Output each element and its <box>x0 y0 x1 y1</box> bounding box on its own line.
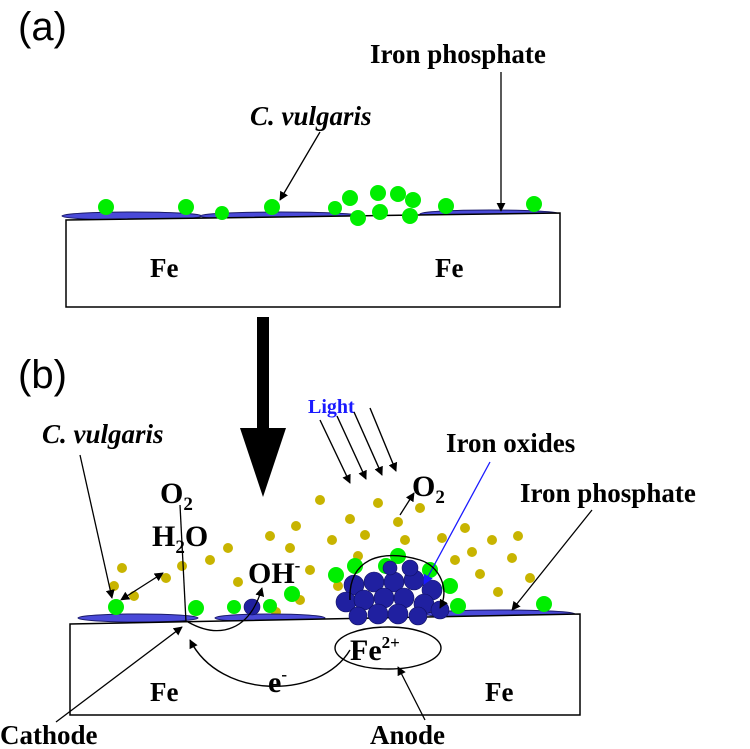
cathode-label: Cathode <box>0 720 98 749</box>
light-rays <box>319 407 398 484</box>
panel-b-label: (b) <box>18 353 67 397</box>
panel-a-algae-cells <box>98 185 542 226</box>
electron-flow-arrow <box>189 639 351 687</box>
panel-a-fe-left: Fe <box>150 253 178 283</box>
oh-label: OH- <box>248 556 301 590</box>
h2o-label: H2O <box>152 520 208 558</box>
anode-label: Anode <box>370 720 445 749</box>
panel-a-fe-right: Fe <box>435 253 463 283</box>
o2-release-arrow <box>399 492 415 516</box>
fe-ion-label: Fe2+ <box>350 633 400 667</box>
cathode-to-oh-arrow <box>187 587 265 632</box>
electron-label: e- <box>268 665 287 699</box>
panel-a-cvulgaris-label: C. vulgaris <box>250 101 372 131</box>
o2-to-cathode-line <box>179 504 187 623</box>
panel-a-substrate <box>61 209 561 308</box>
iron-oxides-label: Iron oxides <box>446 428 575 458</box>
o2-light-label: O2 <box>412 470 445 508</box>
panel-a-iron-phosphate-label: Iron phosphate <box>370 39 546 69</box>
panel-a-label: (a) <box>18 5 67 49</box>
panel-b-fe-left: Fe <box>150 677 178 707</box>
cathode-arrow <box>55 626 183 723</box>
panel-b-algae-cells <box>108 548 552 616</box>
cvulgaris-exchange-arrow <box>120 572 164 601</box>
panel-b-iron-phosphate-arrow <box>511 509 593 611</box>
panel-b-fe-right: Fe <box>485 677 513 707</box>
panel-b-cvulgaris-label: C. vulgaris <box>42 419 164 449</box>
o2-cathode-label: O2 <box>160 477 193 515</box>
transition-arrow <box>240 317 286 497</box>
anode-arrow <box>397 666 426 721</box>
panel-a-cvulgaris-arrow <box>279 131 321 201</box>
anode-reaction-loop <box>349 554 448 609</box>
iron-oxide-cluster <box>243 559 450 626</box>
panel-b-iron-phosphate-label: Iron phosphate <box>520 478 696 508</box>
anode-region-ellipse <box>334 626 442 670</box>
light-label: Light <box>308 396 355 418</box>
iron-oxides-arrow <box>423 461 491 585</box>
panel-b-cvulgaris-arrow <box>79 454 115 599</box>
